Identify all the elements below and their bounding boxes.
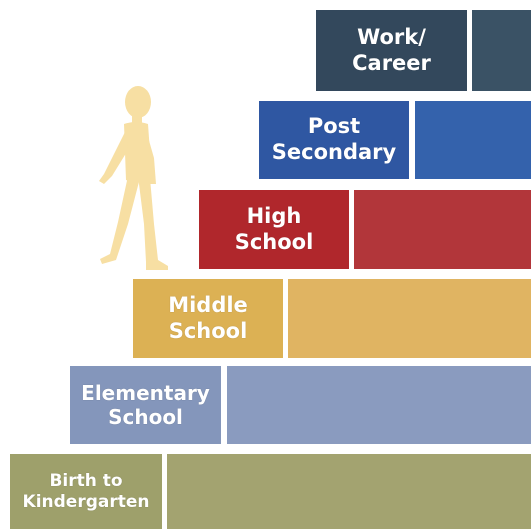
step-work-career-bar [472, 10, 531, 91]
step-elementary-school-label-block: Elementary School [70, 366, 221, 444]
step-post-secondary-label-block: Post Secondary [259, 101, 409, 179]
step-elementary-school-bar [227, 366, 531, 444]
step-high-school-line2: School [234, 229, 314, 254]
step-post-secondary: Post Secondary [259, 101, 531, 179]
step-work-career-label-block: Work/ Career [316, 10, 467, 91]
step-elementary-school-line2: School [108, 405, 183, 429]
step-elementary-school: Elementary School [70, 366, 531, 444]
step-elementary-school-line1: Elementary [81, 380, 210, 405]
step-birth-to-kindergarten-line2: Kindergarten [22, 491, 150, 512]
step-work-career-line2: Career [352, 50, 431, 75]
step-birth-to-kindergarten-line1: Birth to [49, 470, 123, 491]
step-post-secondary-line1: Post [307, 114, 361, 139]
step-high-school-line1: High [246, 203, 302, 228]
step-middle-school-line1: Middle [168, 292, 248, 317]
step-middle-school-label-block: Middle School [133, 279, 283, 358]
step-work-career: Work/ Career [316, 10, 531, 91]
step-birth-to-kindergarten: Birth to Kindergarten [10, 454, 531, 529]
walking-child-icon [99, 86, 168, 270]
step-middle-school: Middle School [133, 279, 531, 358]
step-birth-to-kindergarten-bar [167, 454, 531, 529]
step-middle-school-line2: School [168, 318, 248, 343]
step-high-school-bar [354, 190, 531, 269]
step-middle-school-bar [288, 279, 531, 358]
step-post-secondary-bar [415, 101, 531, 179]
step-work-career-line1: Work/ [357, 24, 426, 49]
step-high-school: High School [199, 190, 531, 269]
step-high-school-label-block: High School [199, 190, 349, 269]
step-birth-to-kindergarten-label-block: Birth to Kindergarten [10, 454, 162, 529]
step-post-secondary-line2: Secondary [271, 140, 397, 164]
